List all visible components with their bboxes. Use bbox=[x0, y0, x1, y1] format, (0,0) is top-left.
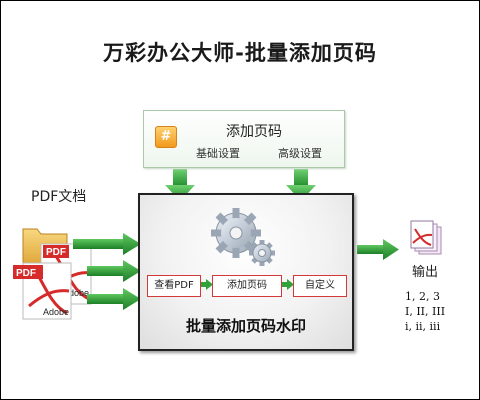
process-caption: 批量添加页码水印 bbox=[185, 317, 306, 335]
input-arrow-2 bbox=[87, 260, 141, 282]
diagram-title: 万彩办公大师-批量添加页码 bbox=[103, 41, 377, 65]
pdf-badge-2: PDF bbox=[13, 265, 43, 279]
step-arrow-2 bbox=[280, 279, 294, 290]
adobe-label-1: Adobe bbox=[63, 288, 89, 298]
step-arrow-1 bbox=[199, 279, 213, 290]
step-add-page-number: 添加页码 bbox=[212, 275, 282, 297]
numbering-roman-lower: i, ii, iii bbox=[405, 320, 441, 333]
pdf-badge-1: PDF bbox=[43, 245, 69, 258]
step-customize: 自定义 bbox=[293, 275, 347, 297]
numbering-roman-upper: I, II, III bbox=[405, 305, 446, 318]
svg-text:PDF: PDF bbox=[16, 268, 36, 279]
adobe-label-2: Adobe bbox=[43, 307, 69, 317]
input-label: PDF文档 bbox=[31, 189, 87, 205]
svg-text:PDF: PDF bbox=[46, 247, 66, 258]
basic-settings-label: 基础设置 bbox=[196, 147, 240, 160]
gear-icon bbox=[211, 208, 261, 258]
hash-icon: # bbox=[155, 126, 177, 148]
pdf-file-icon-front: Adobe bbox=[22, 262, 72, 320]
step-view-pdf: 查看PDF bbox=[147, 275, 201, 297]
numbering-arabic: 1, 2, 3 bbox=[405, 290, 440, 303]
gears-graphic bbox=[199, 208, 294, 290]
input-arrow-1 bbox=[73, 233, 141, 255]
output-arrow bbox=[357, 239, 399, 260]
output-label: 输出 bbox=[412, 265, 439, 280]
panel-title: 添加页码 bbox=[226, 124, 282, 140]
advanced-settings-label: 高级设置 bbox=[278, 147, 322, 160]
output-docs-icon bbox=[410, 220, 442, 255]
input-arrow-3 bbox=[87, 288, 141, 310]
process-box: 查看PDF 添加页码 自定义 批量添加页码水印 bbox=[138, 193, 354, 351]
small-gear-icon bbox=[249, 240, 275, 266]
add-page-number-panel: # 添加页码 基础设置 高级设置 bbox=[143, 110, 345, 168]
